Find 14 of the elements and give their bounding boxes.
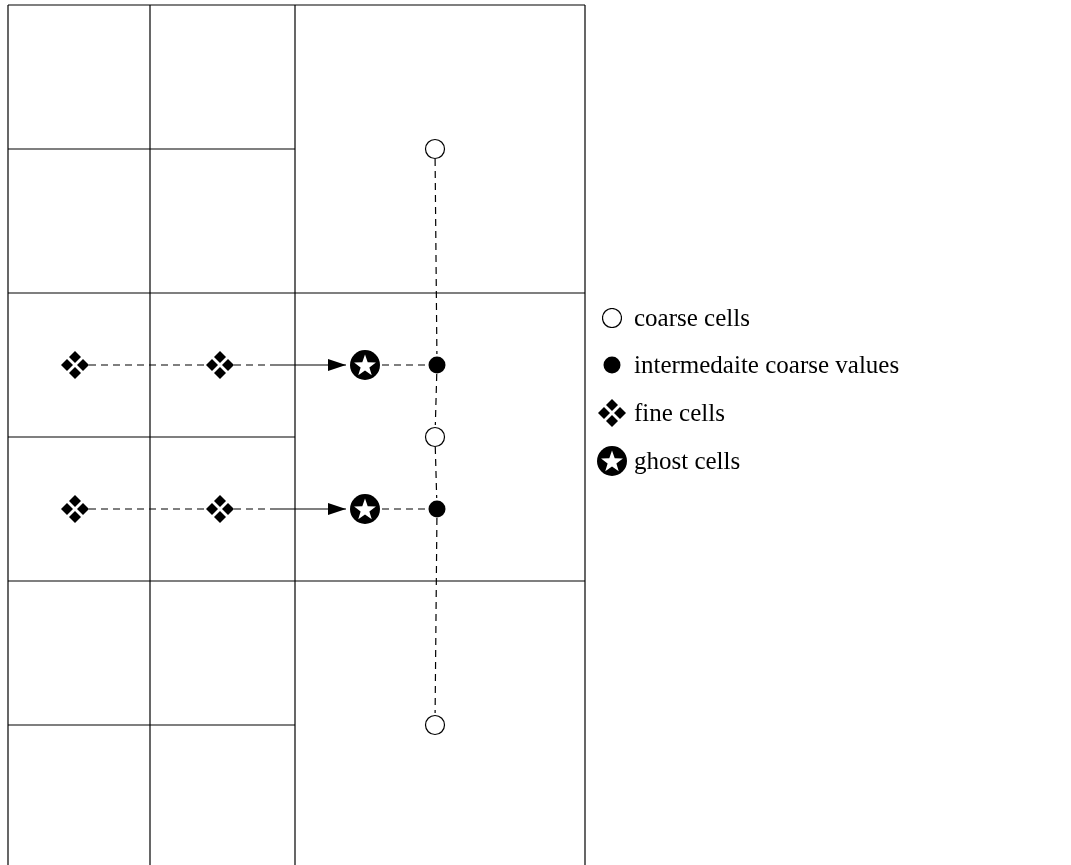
dashed-line (88, 508, 205, 510)
dashed-line (434, 158, 438, 355)
dashed-line (434, 373, 438, 426)
dashed-line (434, 446, 438, 499)
legend-label: intermedaite coarse values (634, 352, 900, 377)
dashed-line (88, 364, 205, 366)
dashed-line (381, 508, 427, 510)
dashed-line (434, 517, 438, 714)
arrow (233, 359, 347, 371)
legend-label: fine cells (634, 400, 725, 425)
dashed-line (381, 364, 427, 366)
legend-label: ghost cells (634, 448, 741, 473)
arrow (233, 503, 347, 515)
legend-label: coarse cells (634, 305, 750, 330)
